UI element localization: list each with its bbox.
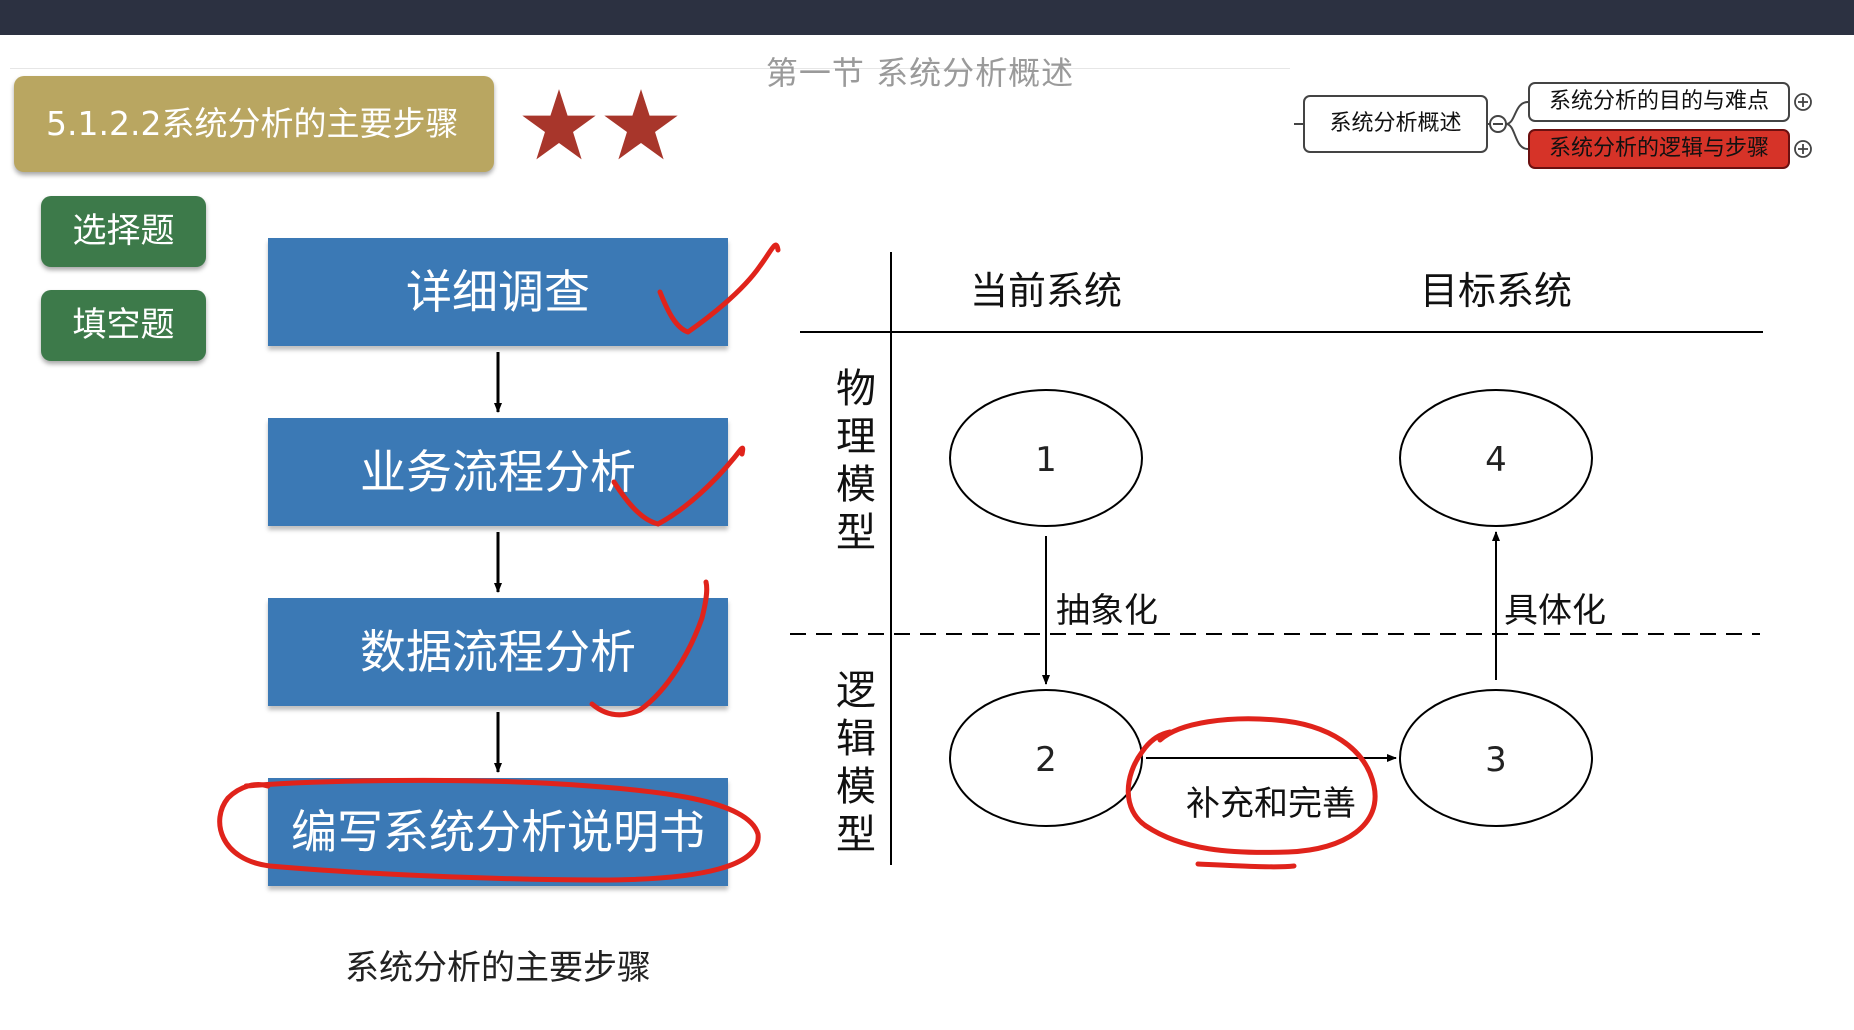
row-label-logical-model: 逻辑模型: [836, 668, 876, 858]
mindmap-node-logic-steps[interactable]: 系统分析的逻辑与步骤: [1528, 129, 1790, 169]
svg-text:3: 3: [1485, 740, 1507, 780]
expand-icon[interactable]: [1794, 93, 1812, 111]
checkmark-icon: [611, 445, 746, 527]
model-grid: [790, 252, 1763, 865]
checkmark-icon: [657, 242, 781, 335]
mindmap-root-node[interactable]: 系统分析概述: [1303, 95, 1488, 153]
step-write-analysis-spec: 编写系统分析说明书: [268, 778, 728, 886]
model-edges: [1042, 531, 1500, 762]
star-icon: [522, 89, 596, 160]
model-node-1: 1: [949, 389, 1143, 527]
section-title: 第一节 系统分析概述: [765, 54, 1075, 92]
edge-label-refinement: 补充和完善: [1186, 784, 1356, 824]
svg-text:4: 4: [1485, 440, 1507, 480]
model-node-3: 3: [1399, 689, 1593, 827]
svg-text:1: 1: [1035, 440, 1057, 480]
steps-caption: 系统分析的主要步骤: [345, 948, 651, 988]
step-business-process-analysis: 业务流程分析: [268, 418, 728, 526]
header-divider: [10, 68, 1290, 69]
star-icon: [604, 89, 678, 160]
topic-badge: 5.1.2.2系统分析的主要步骤: [14, 76, 494, 172]
multiple-choice-button[interactable]: 选择题: [41, 196, 206, 267]
checkmark-icon: [589, 579, 710, 718]
step-data-flow-analysis: 数据流程分析: [268, 598, 728, 706]
expand-icon[interactable]: [1794, 140, 1812, 158]
model-node-4: 4: [1399, 389, 1593, 527]
column-header-target: 目标系统: [1420, 269, 1572, 313]
step-detailed-survey: 详细调查: [268, 238, 728, 346]
fill-in-blank-button[interactable]: 填空题: [41, 290, 206, 361]
row-label-physical-model: 物理模型: [836, 366, 876, 556]
column-header-current: 当前系统: [970, 269, 1122, 313]
circle-annotation: [217, 777, 761, 883]
edge-label-abstraction: 抽象化: [1056, 591, 1158, 631]
circle-annotation: [1125, 716, 1378, 870]
mindmap-node-purpose[interactable]: 系统分析的目的与难点: [1528, 82, 1790, 122]
annotation-marks: [217, 242, 1378, 883]
mindmap-connectors: [1294, 101, 1529, 150]
edge-label-concretization: 具体化: [1504, 591, 1606, 631]
svg-text:2: 2: [1035, 740, 1057, 780]
model-node-2: 2: [949, 689, 1143, 827]
